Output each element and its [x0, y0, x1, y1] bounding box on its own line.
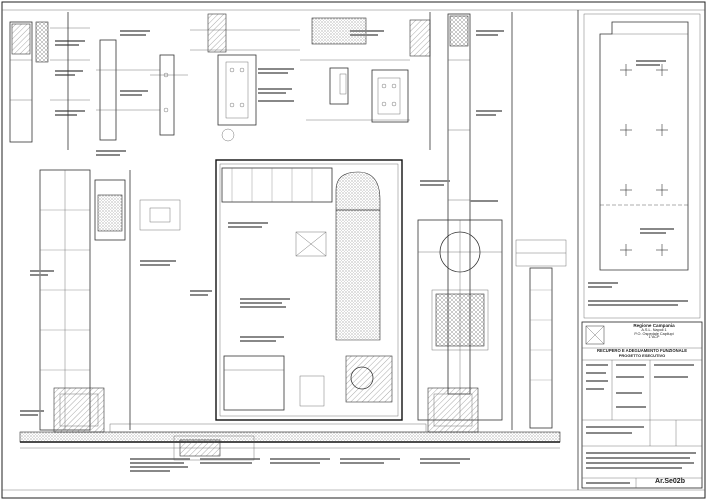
project-title: RECUPERO E ADEGUAMENTO FUNZIONALE PROGET… — [584, 348, 700, 358]
detail-top-center — [190, 12, 431, 150]
detail-top-left — [9, 12, 188, 150]
title-block-text: Regione Campania A.S.L. Napoli 1 P.O. Os… — [606, 323, 702, 340]
central-plan — [190, 159, 403, 421]
org-line-2: A.S.L. Napoli 1 — [641, 328, 667, 333]
elevation-tank — [417, 180, 503, 421]
title-block — [581, 321, 703, 489]
org-line-4: 1°ACP — [648, 335, 660, 340]
project-line-2: PROGETTO ESECUTIVO — [618, 352, 666, 358]
foundations — [19, 387, 561, 472]
org-line-1: Regione Campania — [633, 323, 675, 328]
project-line-1: RECUPERO E ADEGUAMENTO FUNZIONALE — [596, 348, 688, 353]
drawing-code: Ar.Se02b — [655, 478, 685, 485]
right-panel — [577, 10, 701, 490]
org-line-3: P.O. Ospedale Capilupi — [634, 332, 674, 337]
